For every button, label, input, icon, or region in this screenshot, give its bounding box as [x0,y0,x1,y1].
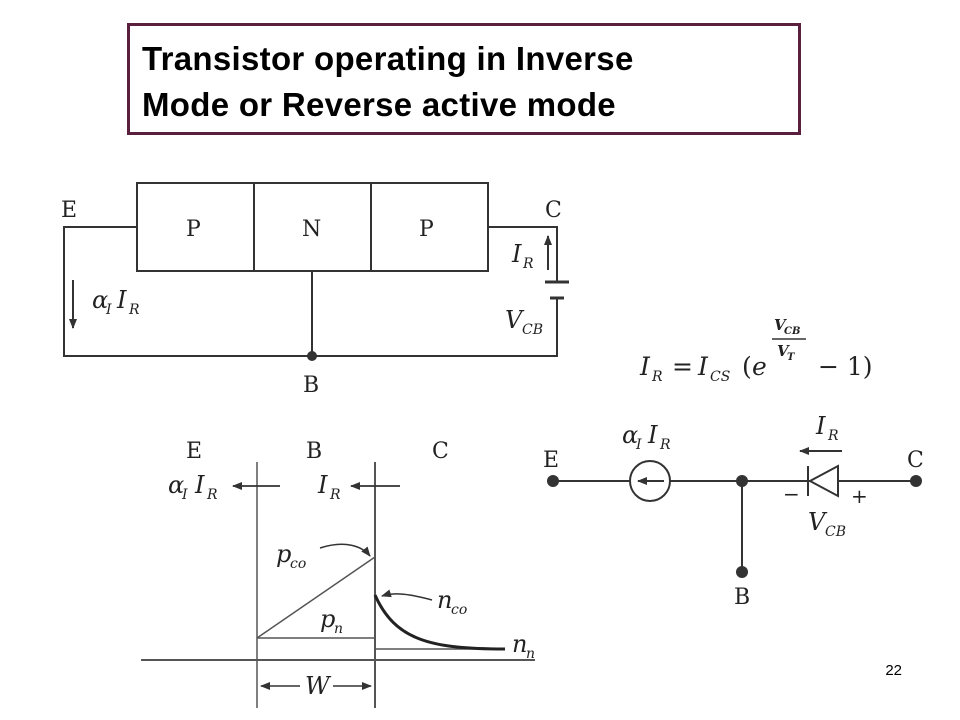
svg-text:R: R [206,487,218,503]
model-ir-label: I R [815,412,839,444]
pco-pointer [319,543,371,557]
title-line-2: Mode or Reverse active mode [142,86,616,123]
svg-text:e: e [752,352,767,381]
svg-text:p: p [320,605,335,633]
model-base-label: B [734,585,750,610]
svg-text:n: n [526,646,535,662]
nco-pointer [381,589,433,601]
title-box: Transistor operating in Inverse Mode or … [127,23,801,135]
svg-text:V: V [774,316,787,334]
model-node-junction [736,475,748,487]
svg-text:V: V [808,508,828,536]
collector-wire-lower [312,298,558,357]
profile-collector-label: C [432,439,449,464]
nco-decay-curve [373,594,506,651]
width-label: W [305,672,332,700]
profile-base-label: B [306,439,322,464]
svg-text:co: co [290,556,306,572]
model-collector-label: C [907,448,924,473]
svg-text:I: I [697,352,709,381]
svg-text:α: α [168,471,184,499]
svg-text:I: I [639,352,651,381]
top-base-label: B [303,373,319,398]
pn-label: p n [320,605,343,637]
profile-emitter-label: E [186,439,202,464]
carrier-profile [141,462,535,708]
svg-text:I: I [511,240,522,268]
collector-wire-upper [488,226,558,282]
svg-text:I: I [181,487,188,503]
svg-text:I: I [105,302,112,318]
page-number: 22 [885,662,902,679]
model-node-e [547,475,559,487]
title-line-1: Transistor operating in Inverse [142,40,634,77]
svg-text:CB: CB [522,322,543,338]
svg-text:I: I [116,286,127,314]
svg-text:V: V [777,342,790,360]
svg-text:I: I [194,471,205,499]
pco-ramp-line [256,556,376,639]
svg-text:co: co [451,602,467,618]
top-collector-label: C [545,198,562,223]
svg-text:R: R [659,437,671,453]
profile-alpha-ir-label: α I I R [168,471,218,503]
svg-text:CB: CB [784,326,800,337]
top-circuit [63,182,569,357]
nn-label: n n [512,630,535,662]
svg-text:n: n [334,621,343,637]
svg-text:I: I [647,421,658,449]
svg-text:I: I [317,471,328,499]
svg-text:V: V [505,306,525,334]
svg-text:α: α [622,421,638,449]
model-vcb-label: V CB [808,508,846,540]
emitter-wire [63,226,312,357]
model-plus-sign: + [851,484,868,508]
diode-triangle [807,464,839,498]
svg-text:CB: CB [825,524,846,540]
region-p-right: P [419,217,434,242]
model-emitter-label: E [543,448,559,473]
svg-text:I: I [815,412,826,440]
pco-label: p co [276,540,306,572]
region-n: N [302,217,321,242]
svg-text:n: n [437,586,452,614]
svg-text:α: α [92,286,108,314]
svg-text:I: I [635,437,642,453]
svg-text:T: T [787,352,796,363]
svg-text:CS: CS [710,369,730,385]
svg-text:R: R [827,428,839,444]
svg-text:− 1): − 1) [818,352,873,381]
model-minus-sign: − [783,482,800,506]
svg-text:p: p [276,540,291,568]
equivalent-model [553,447,916,572]
region-p-left: P [186,217,201,242]
top-ir-label: I R [511,240,534,272]
svg-text:(: ( [742,352,752,381]
model-node-c [910,475,922,487]
svg-text:R: R [651,369,663,385]
svg-text:n: n [512,630,527,658]
svg-text:=: = [672,352,693,381]
base-node-dot [307,351,317,361]
model-alpha-ir-label: α I I R [622,421,671,453]
diode-equation: I R = I CS ( e V CB V T − 1) [639,316,873,385]
svg-text:R: R [128,302,140,318]
svg-text:R: R [522,256,534,272]
profile-ir-label: I R [317,471,341,503]
nco-label: n co [437,586,467,618]
svg-text:R: R [329,487,341,503]
top-alpha-ir-label: α I I R [92,286,140,318]
model-node-b [736,566,748,578]
top-emitter-label: E [61,198,77,223]
top-vcb-label: V CB [505,306,543,338]
